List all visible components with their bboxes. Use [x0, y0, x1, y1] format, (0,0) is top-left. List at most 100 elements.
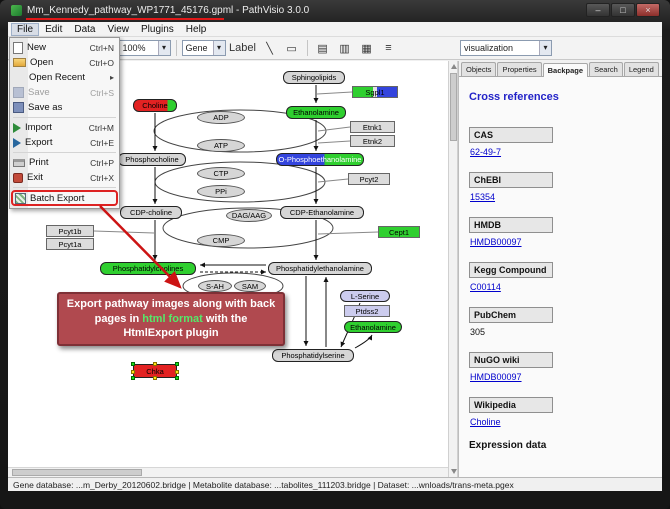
crossref-link[interactable]: 62-49-7	[470, 147, 502, 157]
selection-handle[interactable]	[131, 370, 135, 374]
menu-edit[interactable]: Edit	[45, 23, 63, 35]
crossref-header: HMDB	[469, 217, 553, 233]
pathway-node-s-ah[interactable]: S-AH	[198, 280, 232, 292]
shape-tool-button[interactable]: ▭	[282, 39, 302, 57]
pathway-node-sam[interactable]: SAM	[234, 280, 266, 292]
crossref-link[interactable]: C00114	[470, 282, 501, 292]
maximize-button[interactable]: □	[611, 3, 635, 17]
crossref-link[interactable]: HMDB00097	[470, 372, 522, 382]
scrollbar-thumb[interactable]	[12, 469, 142, 476]
selection-handle[interactable]	[175, 362, 179, 366]
pathway-node-pcyt1a[interactable]: Pcyt1a	[46, 238, 94, 250]
menu-item-open[interactable]: Open Ctrl+O	[11, 55, 118, 70]
panel-tabs: Objects Properties Backpage Search Legen…	[459, 61, 662, 77]
pathway-node-pcyt2[interactable]: Pcyt2	[348, 173, 390, 185]
menu-item-new[interactable]: New Ctrl+N	[11, 40, 118, 55]
menu-data[interactable]: Data	[74, 23, 96, 35]
visualization-select[interactable]: visualization ▾	[460, 40, 552, 56]
pathway-node-etnk2[interactable]: Etnk2	[350, 135, 395, 147]
tab-legend[interactable]: Legend	[623, 62, 659, 76]
save-as-icon	[13, 102, 24, 113]
menu-item-print[interactable]: Print Ctrl+P	[11, 155, 118, 170]
pathway-node-atp[interactable]: ATP	[197, 139, 245, 152]
pathway-node-ethanolamine-top[interactable]: Ethanolamine	[286, 106, 346, 119]
stack-button[interactable]: ▦	[357, 39, 377, 57]
selection-handle[interactable]	[153, 362, 157, 366]
menu-plugins[interactable]: Plugins	[140, 23, 174, 35]
submenu-arrow-icon: ▸	[109, 73, 114, 82]
tab-backpage[interactable]: Backpage	[542, 63, 589, 77]
pathway-node-phosphocholine[interactable]: Phosphocholine	[118, 153, 186, 166]
pathway-node-ethanolamine-bottom[interactable]: Ethanolamine	[344, 321, 402, 333]
pathway-node-cdp-ethanolamine[interactable]: CDP-Ethanolamine	[280, 206, 364, 219]
selection-handle[interactable]	[131, 376, 135, 380]
menu-item-batch-export[interactable]: Batch Export	[11, 190, 118, 206]
export-icon	[13, 137, 21, 148]
pathway-node-ppi[interactable]: PPi	[197, 185, 245, 198]
pathway-node-ptdss2[interactable]: Ptdss2	[344, 305, 390, 317]
crossref-section-nugo: NuGO wiki HMDB00097	[469, 350, 652, 382]
menu-item-save-as[interactable]: Save as	[11, 100, 118, 115]
pathway-node-sphingolipids[interactable]: Sphingolipids	[283, 71, 345, 84]
pathway-node-choline[interactable]: Choline	[133, 99, 177, 112]
pathway-node-cept1[interactable]: Cept1	[378, 226, 420, 238]
label-tool-button[interactable]: Label	[228, 39, 258, 57]
pathway-node-adp[interactable]: ADP	[197, 111, 245, 124]
canvas-vertical-scrollbar[interactable]	[448, 61, 458, 477]
minimize-button[interactable]: –	[586, 3, 610, 17]
expression-data-heading: Expression data	[469, 440, 547, 451]
menu-item-open-recent[interactable]: Open Recent ▸	[29, 72, 114, 83]
menu-item-exit[interactable]: Exit Ctrl+X	[11, 170, 118, 185]
pathway-node-cmp[interactable]: CMP	[197, 234, 245, 247]
pathway-node-sgpl1[interactable]: Sgpl1	[352, 86, 398, 98]
menu-file[interactable]: File	[11, 22, 40, 36]
titlebar[interactable]: Mm_Kennedy_pathway_WP1771_45176.gpml - P…	[0, 0, 670, 22]
app-icon	[11, 5, 22, 16]
tab-search[interactable]: Search	[589, 62, 623, 76]
selection-handle[interactable]	[131, 362, 135, 366]
tab-objects[interactable]: Objects	[461, 62, 497, 76]
toolbar: Zoom: 100% ▾ Gene ▾ Label ╲ ▭ ▤ ▥ ▦ ≡ vi…	[8, 37, 662, 60]
close-button[interactable]: ×	[636, 3, 660, 17]
pathway-node-phosphatidylserine[interactable]: Phosphatidylserine	[272, 349, 354, 362]
pathway-node-dag-aag[interactable]: DAG/AAG	[226, 209, 272, 222]
pathway-node-phosphatidylethanolamine[interactable]: Phosphatidylethanolamine	[268, 262, 372, 275]
pathway-node-o-phosphoethanolamine[interactable]: O-Phosphoethanolamine	[276, 153, 364, 166]
pathway-node-ctp[interactable]: CTP	[197, 167, 245, 180]
window-title: Mm_Kennedy_pathway_WP1771_45176.gpml - P…	[27, 5, 310, 16]
pathway-node-pcyt1b[interactable]: Pcyt1b	[46, 225, 94, 237]
crossref-link[interactable]: 15354	[470, 192, 496, 202]
selection-handle[interactable]	[175, 370, 179, 374]
pathway-node-l-serine[interactable]: L-Serine	[340, 290, 390, 302]
line-tool-button[interactable]: ╲	[260, 39, 280, 57]
crossref-section-kegg: Kegg Compound C00114	[469, 260, 652, 292]
menu-item-save[interactable]: Save Ctrl+S	[11, 85, 118, 100]
file-menu: New Ctrl+N Open Ctrl+O Open Recent ▸ Sav…	[9, 37, 120, 209]
scrollbar-thumb[interactable]	[450, 73, 457, 141]
pathway-node-cdp-choline[interactable]: CDP-choline	[120, 206, 182, 219]
menu-view[interactable]: View	[107, 23, 129, 35]
menu-item-export[interactable]: Export Ctrl+E	[11, 135, 118, 150]
selection-handle[interactable]	[153, 376, 157, 380]
pathway-node-etnk1[interactable]: Etnk1	[350, 121, 395, 133]
crossref-section-pubchem: PubChem 305	[469, 305, 652, 337]
datanode-template-select[interactable]: Gene ▾	[181, 40, 226, 56]
pathway-node-chka-selected[interactable]: Chka	[131, 362, 179, 380]
zoom-select[interactable]: 100% ▾	[118, 40, 171, 56]
pathway-node-phosphatidylcholines[interactable]: Phosphatidylcholines	[100, 262, 196, 275]
selection-handle[interactable]	[175, 376, 179, 380]
group-button[interactable]: ≡	[379, 39, 399, 57]
scroll-down-icon[interactable]	[451, 469, 457, 474]
align-vertical-button[interactable]: ▥	[335, 39, 355, 57]
crossref-link[interactable]: HMDB00097	[470, 237, 522, 247]
tab-properties[interactable]: Properties	[497, 62, 542, 76]
highlighted-text: html format	[142, 312, 203, 325]
menu-item-import[interactable]: Import Ctrl+M	[11, 120, 118, 135]
scroll-up-icon[interactable]	[451, 64, 457, 69]
align-horizontal-button[interactable]: ▤	[313, 39, 333, 57]
crossref-link[interactable]: Choline	[470, 417, 501, 427]
canvas-horizontal-scrollbar[interactable]	[8, 467, 448, 477]
menu-help[interactable]: Help	[185, 23, 207, 35]
chevron-down-icon: ▾	[212, 41, 225, 55]
